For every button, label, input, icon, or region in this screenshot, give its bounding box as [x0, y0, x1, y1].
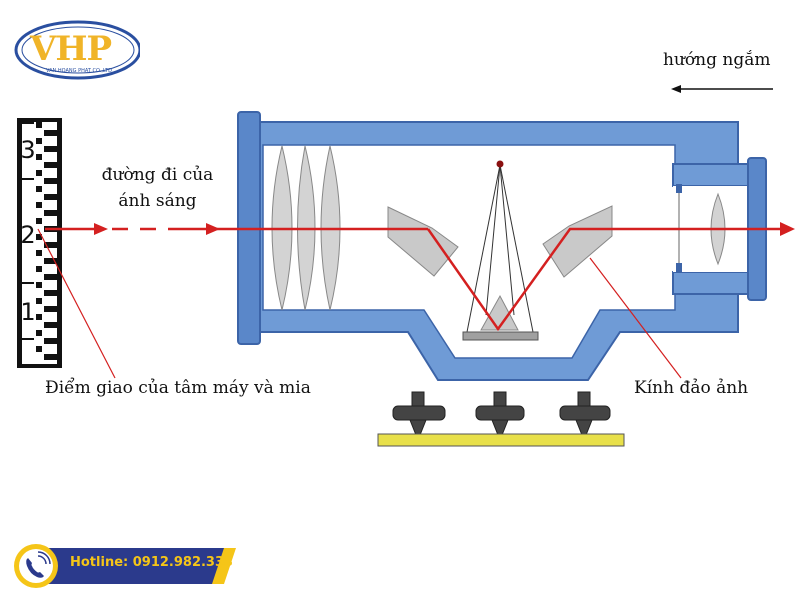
- prism-pointer: [589, 257, 682, 379]
- light-ray-arrows: [94, 222, 795, 236]
- sighting-direction-label: hướng ngắm: [663, 50, 771, 70]
- leveling-staff: 3 2 1: [17, 118, 62, 368]
- hotline-text[interactable]: Hotline: 0912.982.333: [70, 555, 234, 570]
- staff-number-1: 1: [20, 298, 35, 326]
- leveling-screws: [377, 391, 625, 447]
- intersection-pointer: [37, 228, 116, 379]
- hotline-banner: [14, 544, 236, 588]
- light-path-label-line2: ánh sáng: [118, 191, 197, 211]
- staff-number-2: 2: [20, 221, 35, 249]
- erecting-prisms: [387, 160, 613, 341]
- phone-icon: [26, 551, 51, 578]
- light-ray: [45, 227, 780, 332]
- logo-text: VHP: [30, 29, 112, 69]
- light-path-label-line1: đường đi của: [101, 165, 214, 185]
- intersection-label: Điểm giao của tâm máy và mia: [45, 378, 311, 398]
- logo-subtitle: VAN HOANG PHAT CO.,LTD: [46, 68, 112, 74]
- logo-ellipse: [14, 20, 140, 80]
- staff-number-3: 3: [20, 136, 35, 164]
- erecting-prism-label: Kính đảo ảnh: [634, 378, 749, 398]
- sighting-direction-arrow: [671, 85, 773, 93]
